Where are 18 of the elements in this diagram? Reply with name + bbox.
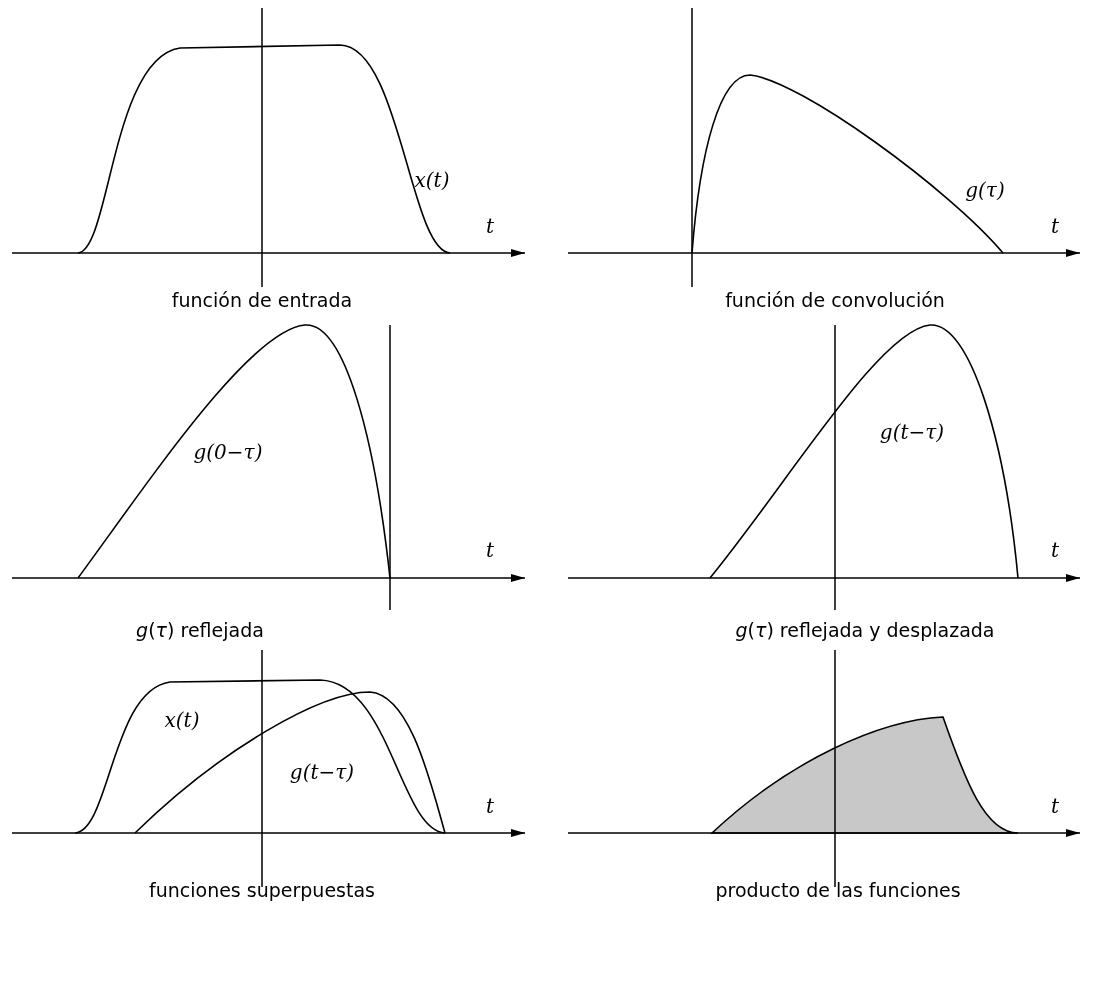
caption: función de entrada [171, 289, 353, 311]
caption: g(τ) reflejada [136, 619, 264, 641]
function-label: g(t−τ) [289, 761, 355, 783]
axis-label: t [486, 539, 494, 561]
caption: g(τ) reflejada y desplazada [735, 619, 995, 641]
axis-label: t [1051, 539, 1059, 561]
caption: producto de las funciones [715, 879, 961, 901]
function-label: x(t) [164, 709, 200, 731]
caption: funciones superpuestas [149, 879, 375, 901]
function-label: x(t) [414, 169, 450, 191]
function-label: g(τ) [965, 179, 1005, 201]
function-label: g(0−τ) [193, 441, 263, 463]
axis-label: t [1051, 215, 1059, 237]
axis-label: t [486, 795, 494, 817]
axis-label: t [1051, 795, 1059, 817]
function-label: g(t−τ) [879, 421, 945, 443]
caption: función de convolución [725, 289, 945, 311]
axis-label: t [486, 215, 494, 237]
